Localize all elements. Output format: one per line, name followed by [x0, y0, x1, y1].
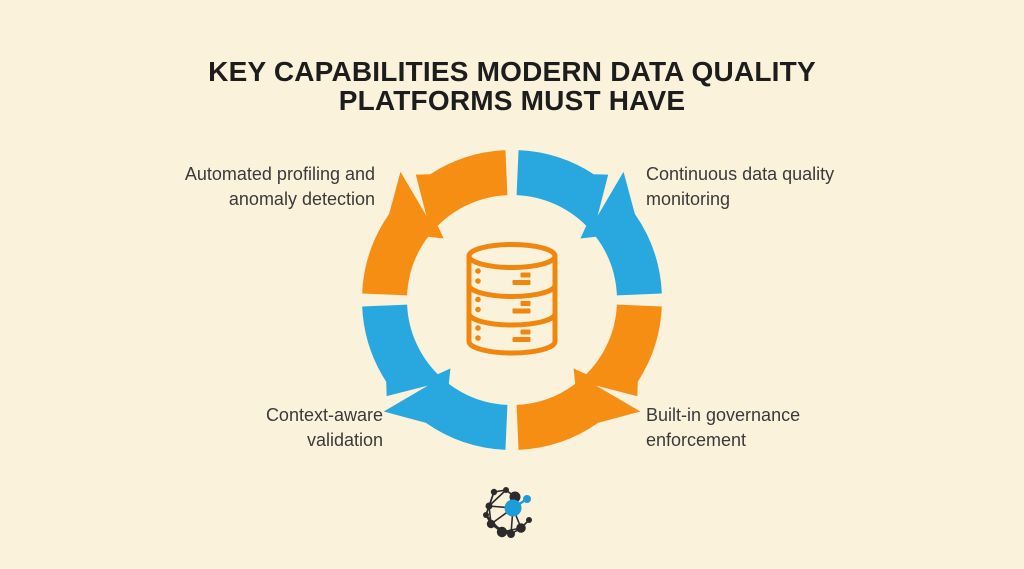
label-line: validation	[306, 430, 383, 450]
logo-center-node	[504, 499, 522, 517]
network-graph-logo-icon	[483, 487, 532, 538]
label-context-aware-validation: Context-aware validation	[266, 403, 383, 453]
label-governance-enforcement: Built-in governance enforcement	[646, 403, 800, 453]
database-icon	[466, 242, 558, 356]
label-line: Continuous data quality	[646, 164, 835, 184]
label-line: monitoring	[646, 189, 731, 209]
label-line: Context-aware	[265, 405, 383, 425]
label-automated-profiling: Automated profiling and anomaly detection	[185, 162, 375, 212]
label-line: enforcement	[646, 430, 747, 450]
title-line-1: KEY CAPABILITIES MODERN DATA QUALITY	[208, 56, 816, 87]
label-continuous-monitoring: Continuous data quality monitoring	[646, 162, 834, 212]
label-line: anomaly detection	[228, 189, 375, 209]
label-line: Automated profiling and	[184, 164, 375, 184]
label-line: Built-in governance	[646, 405, 801, 425]
title-line-2: PLATFORMS MUST HAVE	[338, 85, 686, 116]
